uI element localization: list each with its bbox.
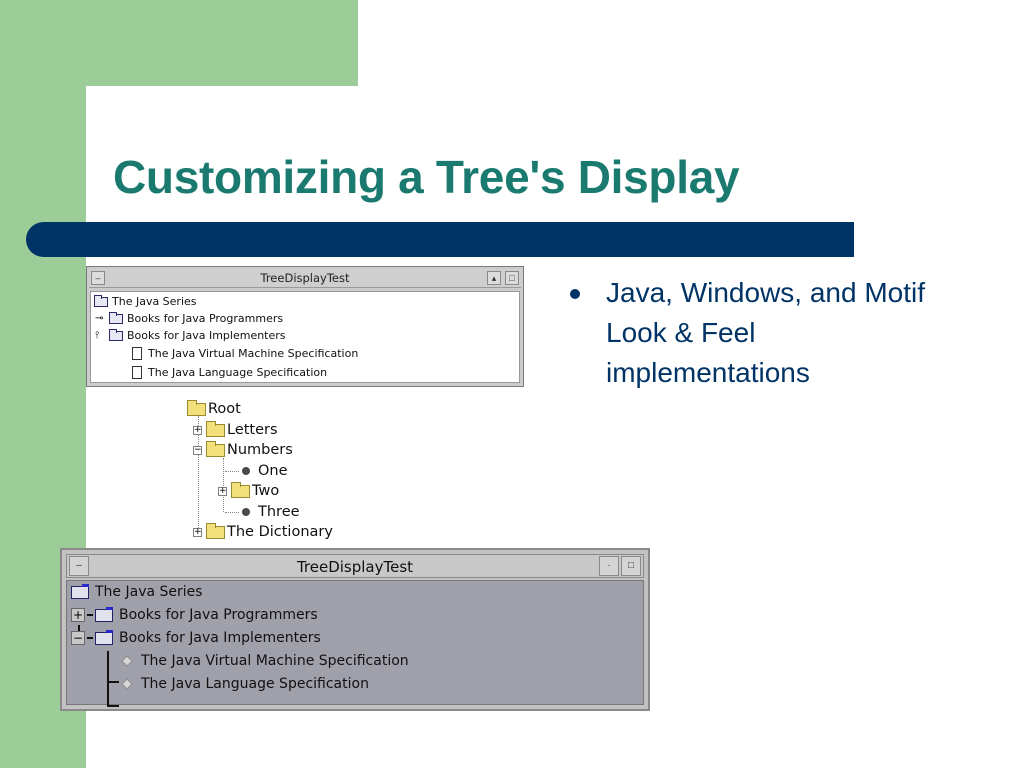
folder-icon: [71, 583, 89, 599]
tree-connector: [87, 637, 93, 639]
bullet-item: Java, Windows, and Motif Look & Feel imp…: [570, 273, 930, 393]
window-menu-button[interactable]: –: [91, 271, 105, 285]
collapse-minus-icon[interactable]: −: [193, 444, 202, 455]
tree-node[interactable]: + Letters: [193, 420, 278, 440]
tree-node[interactable]: One: [242, 461, 288, 481]
tree-view[interactable]: The Java Series ⊸ Books for Java Program…: [90, 291, 520, 383]
tree-node-label: Two: [252, 483, 280, 499]
tree-node-label: Three: [258, 504, 300, 520]
window-titlebar[interactable]: – TreeDisplayTest · □: [66, 554, 644, 578]
bullet-text: Java, Windows, and Motif Look & Feel imp…: [606, 277, 926, 388]
motif-look-window: – TreeDisplayTest · □ The Java Series + …: [60, 548, 650, 711]
bullet-list: Java, Windows, and Motif Look & Feel imp…: [570, 273, 930, 393]
tree-node[interactable]: The Java Virtual Machine Specification: [121, 650, 409, 672]
title-underline-bar: [26, 222, 854, 257]
tree-view[interactable]: The Java Series + Books for Java Program…: [66, 580, 644, 707]
tree-connector: [225, 512, 239, 513]
windows-look-tree[interactable]: Root + Letters − Numbers One + Two Three…: [180, 398, 380, 546]
maximize-button[interactable]: □: [621, 556, 641, 576]
tree-node-label: Books for Java Programmers: [127, 312, 284, 325]
tree-node-label: The Java Virtual Machine Specification: [141, 653, 409, 669]
tree-node-label: The Dictionary: [227, 524, 333, 540]
folder-icon: [231, 481, 250, 498]
window-menu-button[interactable]: –: [69, 556, 89, 576]
tree-node-label: The Java Language Specification: [148, 366, 328, 379]
expand-plus-icon[interactable]: +: [71, 608, 85, 622]
bullet-dot-icon: [570, 289, 580, 299]
tree-connector: [225, 471, 239, 472]
folder-icon: [109, 328, 123, 341]
window-titlebar[interactable]: – TreeDisplayTest ▴ □: [89, 269, 521, 288]
folder-icon: [94, 294, 108, 307]
tree-node-label: The Java Series: [112, 295, 197, 308]
leaf-icon: [242, 467, 250, 475]
decorative-rounded-corner: [86, 86, 206, 206]
open-folder-icon: [187, 399, 206, 416]
maximize-button[interactable]: □: [505, 271, 519, 285]
document-icon: [132, 347, 142, 360]
leaf-icon: [242, 508, 250, 516]
tree-node-label: The Java Series: [95, 584, 203, 600]
tree-node-label: One: [258, 463, 288, 479]
folder-icon: [95, 606, 113, 622]
window-title: TreeDisplayTest: [260, 271, 350, 285]
folder-icon: [206, 522, 225, 539]
collapse-minus-icon[interactable]: −: [71, 631, 85, 645]
tree-node[interactable]: + Two: [218, 481, 279, 501]
leaf-diamond-icon: [121, 678, 133, 690]
slide-title: Customizing a Tree's Display: [113, 151, 740, 203]
folder-icon: [95, 629, 113, 645]
tree-node-label: The Java Virtual Machine Specification: [148, 347, 359, 360]
expanded-handle-icon[interactable]: ⫯: [95, 330, 100, 341]
expand-plus-icon[interactable]: +: [193, 424, 202, 435]
collapsed-handle-icon[interactable]: ⊸: [95, 313, 104, 324]
decorative-green-panel-top: [86, 0, 358, 86]
tree-node-label: Numbers: [227, 442, 293, 458]
tree-connector: [107, 681, 119, 683]
open-folder-icon: [206, 440, 225, 457]
tree-connector: [198, 416, 199, 536]
tree-node[interactable]: ⫯ Books for Java Implementers: [95, 327, 286, 344]
tree-connector: [223, 458, 224, 512]
tree-node-label: Books for Java Implementers: [127, 329, 286, 342]
minimize-button[interactable]: ▴: [487, 271, 501, 285]
leaf-diamond-icon: [121, 655, 133, 667]
tree-node[interactable]: + The Dictionary: [193, 522, 333, 542]
document-icon: [132, 366, 142, 379]
tree-node[interactable]: The Java Virtual Machine Specification: [132, 345, 358, 362]
window-title: TreeDisplayTest: [296, 558, 414, 576]
expand-plus-icon[interactable]: +: [193, 526, 202, 537]
tree-node-label: The Java Language Specification: [141, 676, 369, 692]
tree-node-label: Books for Java Implementers: [119, 630, 321, 646]
tree-node-root[interactable]: Root: [187, 399, 241, 419]
folder-icon: [109, 311, 123, 324]
tree-node-label: Root: [208, 401, 241, 417]
tree-node[interactable]: The Java Series: [94, 293, 197, 310]
tree-node-label: Books for Java Programmers: [119, 607, 318, 623]
java-look-window: – TreeDisplayTest ▴ □ The Java Series ⊸ …: [86, 266, 524, 387]
tree-node[interactable]: − Numbers: [193, 440, 293, 460]
minimize-button[interactable]: ·: [599, 556, 619, 576]
tree-node[interactable]: + Books for Java Programmers: [71, 604, 318, 626]
tree-connector: [107, 651, 109, 707]
folder-icon: [206, 420, 225, 437]
tree-node[interactable]: − Books for Java Implementers: [71, 627, 321, 649]
tree-node[interactable]: The Java Language Specification: [121, 673, 369, 695]
tree-node[interactable]: The Java Series: [71, 581, 203, 603]
tree-connector: [107, 705, 119, 707]
tree-node-label: Letters: [227, 422, 278, 438]
tree-node[interactable]: ⊸ Books for Java Programmers: [95, 310, 283, 327]
tree-node[interactable]: The Java Language Specification: [132, 364, 327, 381]
tree-connector: [87, 614, 93, 616]
tree-node[interactable]: Three: [242, 502, 300, 522]
expand-plus-icon[interactable]: +: [218, 485, 227, 496]
